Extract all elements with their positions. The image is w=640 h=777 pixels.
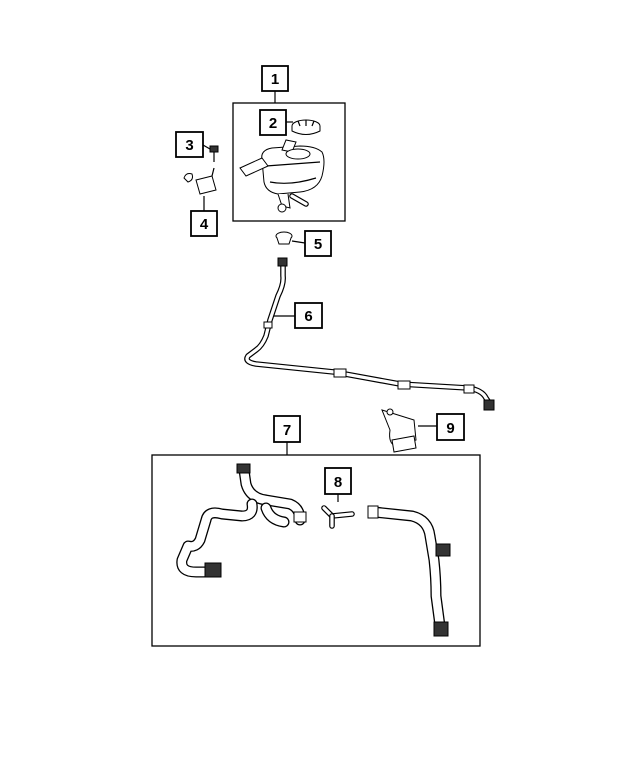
pressure-cap bbox=[291, 119, 321, 135]
leader-3 bbox=[202, 144, 211, 150]
callout-label-8: 8 bbox=[334, 474, 342, 491]
callout-5: 5 bbox=[304, 230, 332, 257]
callout-label-9: 9 bbox=[446, 420, 454, 437]
reservoir-bracket bbox=[183, 167, 217, 195]
callout-7: 7 bbox=[273, 415, 301, 443]
callout-label-1: 1 bbox=[271, 71, 279, 88]
overflow-hose bbox=[244, 257, 495, 411]
callout-label-7: 7 bbox=[283, 422, 291, 439]
callout-label-3: 3 bbox=[185, 137, 193, 154]
callout-label-2: 2 bbox=[269, 115, 277, 132]
callout-label-4: 4 bbox=[200, 216, 209, 233]
mounting-bolt bbox=[209, 145, 219, 162]
grommet bbox=[275, 231, 293, 245]
callout-8: 8 bbox=[324, 467, 352, 495]
hose-group-box bbox=[151, 454, 481, 647]
callout-9: 9 bbox=[436, 413, 465, 441]
leader-5 bbox=[291, 240, 306, 244]
callout-1: 1 bbox=[261, 65, 289, 92]
callout-label-6: 6 bbox=[304, 308, 312, 325]
reservoir-group-box bbox=[232, 102, 346, 222]
callout-3: 3 bbox=[175, 131, 204, 158]
coolant-reservoir bbox=[239, 139, 325, 213]
callout-6: 6 bbox=[294, 302, 323, 329]
hose-bracket bbox=[381, 408, 417, 453]
hose-connector bbox=[321, 505, 355, 529]
callout-label-5: 5 bbox=[314, 236, 322, 253]
radiator-hose-left bbox=[176, 463, 307, 578]
callout-4: 4 bbox=[190, 210, 218, 237]
radiator-hose-right bbox=[367, 505, 451, 637]
callout-2: 2 bbox=[259, 109, 287, 136]
